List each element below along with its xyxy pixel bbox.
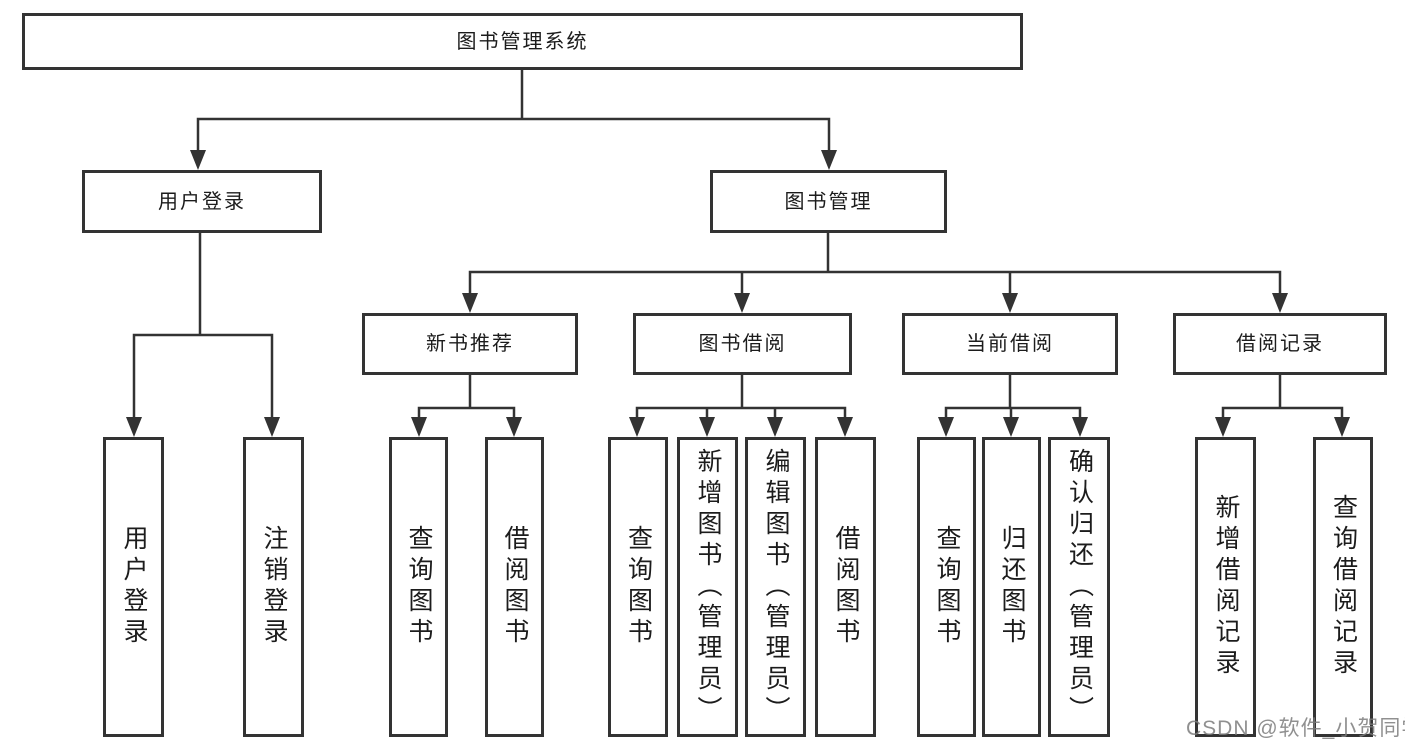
node-user-login: 用户登录 (82, 170, 322, 233)
arrow-down-icon (837, 417, 853, 437)
arrow-down-icon (1072, 417, 1088, 437)
arrow-down-icon (1215, 417, 1231, 437)
node-book-borrow: 图书借阅 (633, 313, 852, 375)
node-current-borrow: 当前借阅 (902, 313, 1118, 375)
arrow-down-icon (767, 417, 783, 437)
arrow-down-icon (506, 417, 522, 437)
leaf-edit-books-admin: 编辑图书（管理员） (745, 437, 806, 737)
csdn-watermark: CSDN @软件_小贺同学 (1186, 717, 1405, 740)
arrow-down-icon (190, 150, 206, 170)
arrow-down-icon (126, 417, 142, 437)
arrow-down-icon (629, 417, 645, 437)
node-new-book-recommend: 新书推荐 (362, 313, 578, 375)
arrow-down-icon (699, 417, 715, 437)
leaf-user-login: 用户登录 (103, 437, 164, 737)
leaf-confirm-return-admin: 确认归还（管理员） (1048, 437, 1110, 737)
leaf-query-books-current: 查询图书 (917, 437, 976, 737)
leaf-logout: 注销登录 (243, 437, 304, 737)
arrow-down-icon (264, 417, 280, 437)
arrow-down-icon (411, 417, 427, 437)
tree-edges (132, 68, 1344, 422)
arrow-down-icon (1272, 293, 1288, 313)
arrow-down-icon (1002, 293, 1018, 313)
leaf-return-books: 归还图书 (982, 437, 1041, 737)
arrow-down-icon (462, 293, 478, 313)
arrow-down-icon (1334, 417, 1350, 437)
arrow-down-icon (734, 293, 750, 313)
leaf-borrow-books: 借阅图书 (815, 437, 876, 737)
leaf-query-books-borrow: 查询图书 (608, 437, 668, 737)
node-borrow-records: 借阅记录 (1173, 313, 1387, 375)
leaf-query-books-recommend: 查询图书 (389, 437, 448, 737)
leaf-add-borrow-record: 新增借阅记录 (1195, 437, 1256, 737)
leaf-add-books-admin: 新增图书（管理员） (677, 437, 738, 737)
node-book-management: 图书管理 (710, 170, 947, 233)
arrow-down-icon (938, 417, 954, 437)
leaf-query-borrow-record: 查询借阅记录 (1313, 437, 1373, 737)
arrow-down-icon (1003, 417, 1019, 437)
node-root: 图书管理系统 (22, 13, 1023, 70)
arrowheads (126, 150, 1350, 437)
leaf-borrow-books-recommend: 借阅图书 (485, 437, 544, 737)
arrow-down-icon (821, 150, 837, 170)
